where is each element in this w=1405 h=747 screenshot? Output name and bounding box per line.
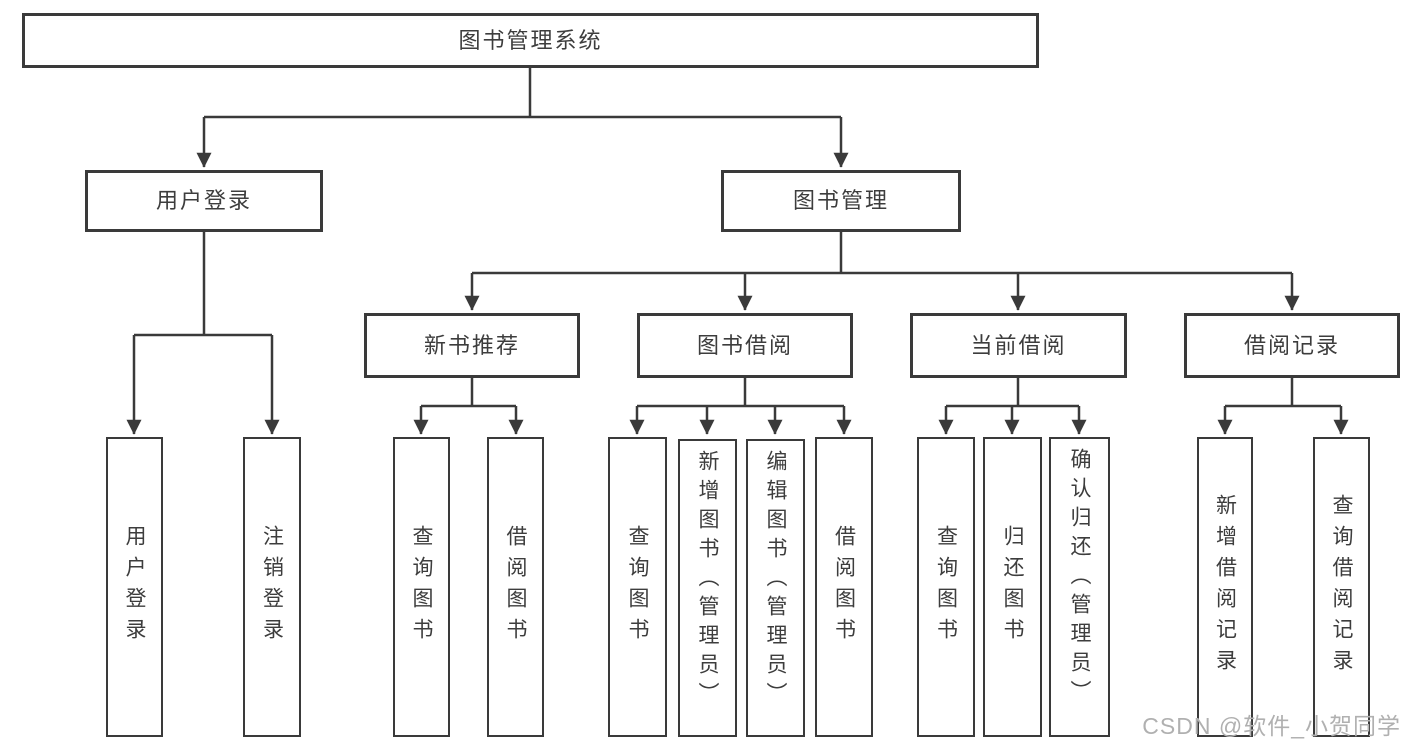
leaf-query-borrow-record: 查询借阅记录 — [1313, 437, 1370, 737]
node-current-borrowing: 当前借阅 — [910, 313, 1127, 378]
node-new-book-recommend: 新书推荐 — [364, 313, 580, 378]
node-book-borrowing: 图书借阅 — [637, 313, 853, 378]
leaf-user-login: 用户登录 — [106, 437, 163, 737]
leaf-query-books-current: 查询图书 — [917, 437, 975, 737]
leaf-logout: 注销登录 — [243, 437, 301, 737]
node-book-management: 图书管理 — [721, 170, 961, 232]
leaf-add-book-admin: 新增图书（管理员） — [678, 439, 737, 737]
leaf-edit-book-admin: 编辑图书（管理员） — [746, 439, 805, 737]
leaf-query-books-borrow: 查询图书 — [608, 437, 667, 737]
leaf-query-books-recommend: 查询图书 — [393, 437, 450, 737]
leaf-confirm-return-admin: 确认归还（管理员） — [1049, 437, 1110, 737]
leaf-borrow-books: 借阅图书 — [815, 437, 873, 737]
node-borrow-records: 借阅记录 — [1184, 313, 1400, 378]
leaf-borrow-books-recommend: 借阅图书 — [487, 437, 544, 737]
node-library-system: 图书管理系统 — [22, 13, 1039, 68]
leaf-return-books: 归还图书 — [983, 437, 1042, 737]
node-user-login: 用户登录 — [85, 170, 323, 232]
csdn-watermark: CSDN @软件_小贺同学 — [1142, 713, 1401, 739]
leaf-add-borrow-record: 新增借阅记录 — [1197, 437, 1253, 737]
